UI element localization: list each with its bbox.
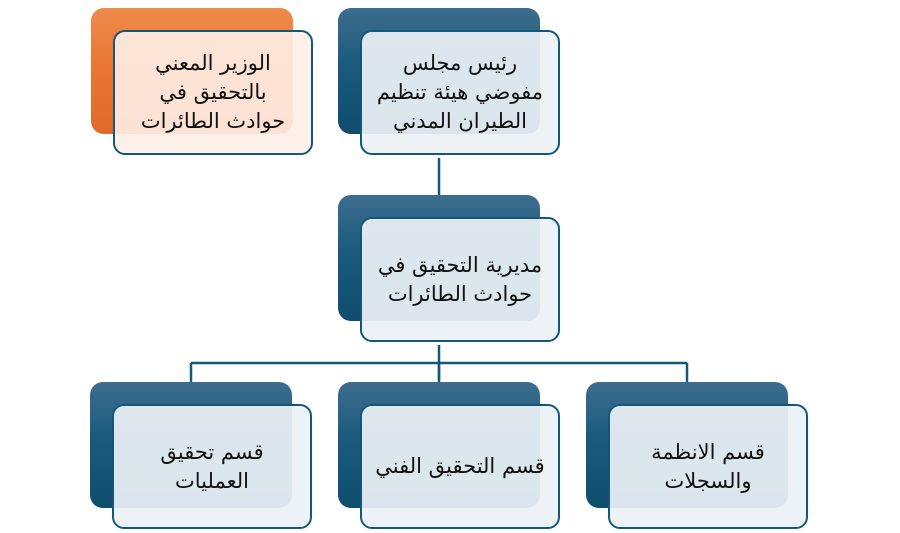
node-systems-records-box: قسم الانظمة والسجلات: [608, 404, 808, 529]
node-board-chairman: رئيس مجلس مفوضي هيئة تنظيم الطيران المدن…: [338, 8, 563, 159]
node-investigation-directorate-label: مديرية التحقيق في حوادث الطائرات: [377, 252, 543, 306]
node-minister-box: الوزير المعني بالتحقيق في حوادث الطائرات: [113, 30, 313, 155]
node-technical-investigation: قسم التحقيق الفني: [338, 382, 563, 533]
node-board-chairman-label: رئيس مجلس مفوضي هيئة تنظيم الطيران المدن…: [376, 51, 544, 133]
node-technical-investigation-box: قسم التحقيق الفني: [360, 404, 560, 529]
node-board-chairman-box: رئيس مجلس مفوضي هيئة تنظيم الطيران المدن…: [360, 30, 560, 155]
node-systems-records: قسم الانظمة والسجلات: [586, 382, 811, 533]
node-systems-records-label: قسم الانظمة والسجلات: [651, 439, 765, 493]
node-minister-label: الوزير المعني بالتحقيق في حوادث الطائرات: [140, 51, 286, 133]
node-investigation-directorate-box: مديرية التحقيق في حوادث الطائرات: [360, 217, 560, 342]
node-operations-investigation: قسم تحقيق العمليات: [90, 382, 315, 533]
node-technical-investigation-label: قسم التحقيق الفني: [375, 454, 545, 478]
node-operations-investigation-label: قسم تحقيق العمليات: [160, 439, 264, 493]
node-minister: الوزير المعني بالتحقيق في حوادث الطائرات: [91, 8, 316, 159]
node-investigation-directorate: مديرية التحقيق في حوادث الطائرات: [338, 195, 563, 346]
node-operations-investigation-box: قسم تحقيق العمليات: [112, 404, 312, 529]
